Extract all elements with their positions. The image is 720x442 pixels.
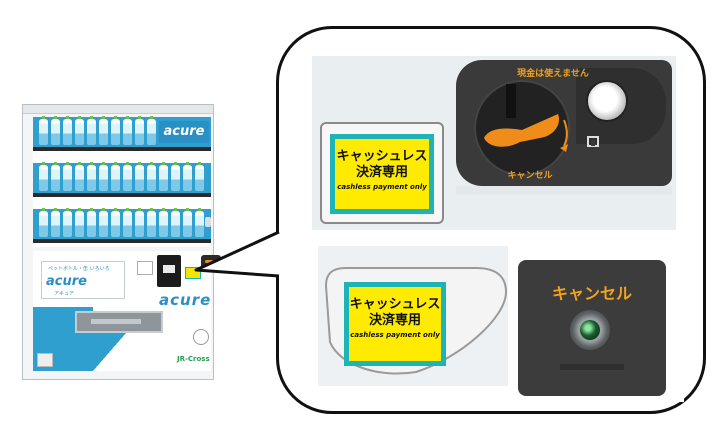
- sticker-line1: キャッシュレス: [349, 297, 441, 312]
- lever-icon: [484, 84, 568, 152]
- indicator-light-icon: [580, 320, 600, 340]
- sticker-line3: cashless payment only: [337, 183, 427, 191]
- sticker-line2: 決済専用: [355, 165, 408, 180]
- front-logo: acure: [159, 291, 212, 309]
- side-lock-icon: [205, 217, 211, 227]
- product-outlet[interactable]: [75, 311, 163, 333]
- outlet-flap: [91, 319, 141, 324]
- machine-lower-panel: ペットボトル・缶 いろいろ acure アキュア acure JR-Cross: [33, 251, 221, 371]
- no-cash-warning: 現金は使えません: [517, 69, 589, 79]
- return-button[interactable]: [193, 329, 209, 345]
- product-display: acure: [33, 116, 211, 247]
- sticker-line1: キャッシュレス: [336, 149, 428, 164]
- sticker-line3: cashless payment only: [350, 331, 440, 339]
- coin-cancel-label: キャンセル: [507, 171, 553, 181]
- info-plate: [37, 353, 53, 367]
- coin-unit-base: [456, 186, 672, 194]
- product-shelf: [33, 162, 211, 199]
- ad-sub-text: アキュア: [54, 291, 74, 297]
- cancel-button-label: キャンセル: [551, 284, 632, 303]
- product-shelf: acure: [33, 116, 211, 153]
- brand-logo: acure: [159, 121, 209, 143]
- maker-logo: JR-Cross: [177, 355, 210, 363]
- card-reader[interactable]: [137, 261, 153, 275]
- speaker-grille: [560, 364, 624, 370]
- coin-slot[interactable]: [586, 80, 628, 122]
- vending-machine: acure ペットボトル・缶 いろいろ acure: [22, 104, 221, 380]
- ad-logo: acure: [46, 274, 87, 289]
- cashless-sticker: キャッシュレス 決済専用 cashless payment only: [330, 134, 434, 214]
- sticker-line2: 決済専用: [368, 313, 421, 328]
- ad-small-text: ペットボトル・缶 いろいろ: [48, 266, 110, 272]
- coin-return-dial[interactable]: [474, 80, 570, 176]
- machine-top-trim: [23, 105, 213, 114]
- cashless-sticker: キャッシュレス 決済専用 cashless payment only: [344, 282, 446, 366]
- product-shelf: [33, 208, 211, 245]
- terminal-screen: [163, 265, 175, 273]
- coin-insert-icon: [587, 136, 599, 147]
- ad-panel: ペットボトル・缶 いろいろ acure アキュア: [41, 261, 125, 299]
- payment-terminal[interactable]: [157, 255, 181, 287]
